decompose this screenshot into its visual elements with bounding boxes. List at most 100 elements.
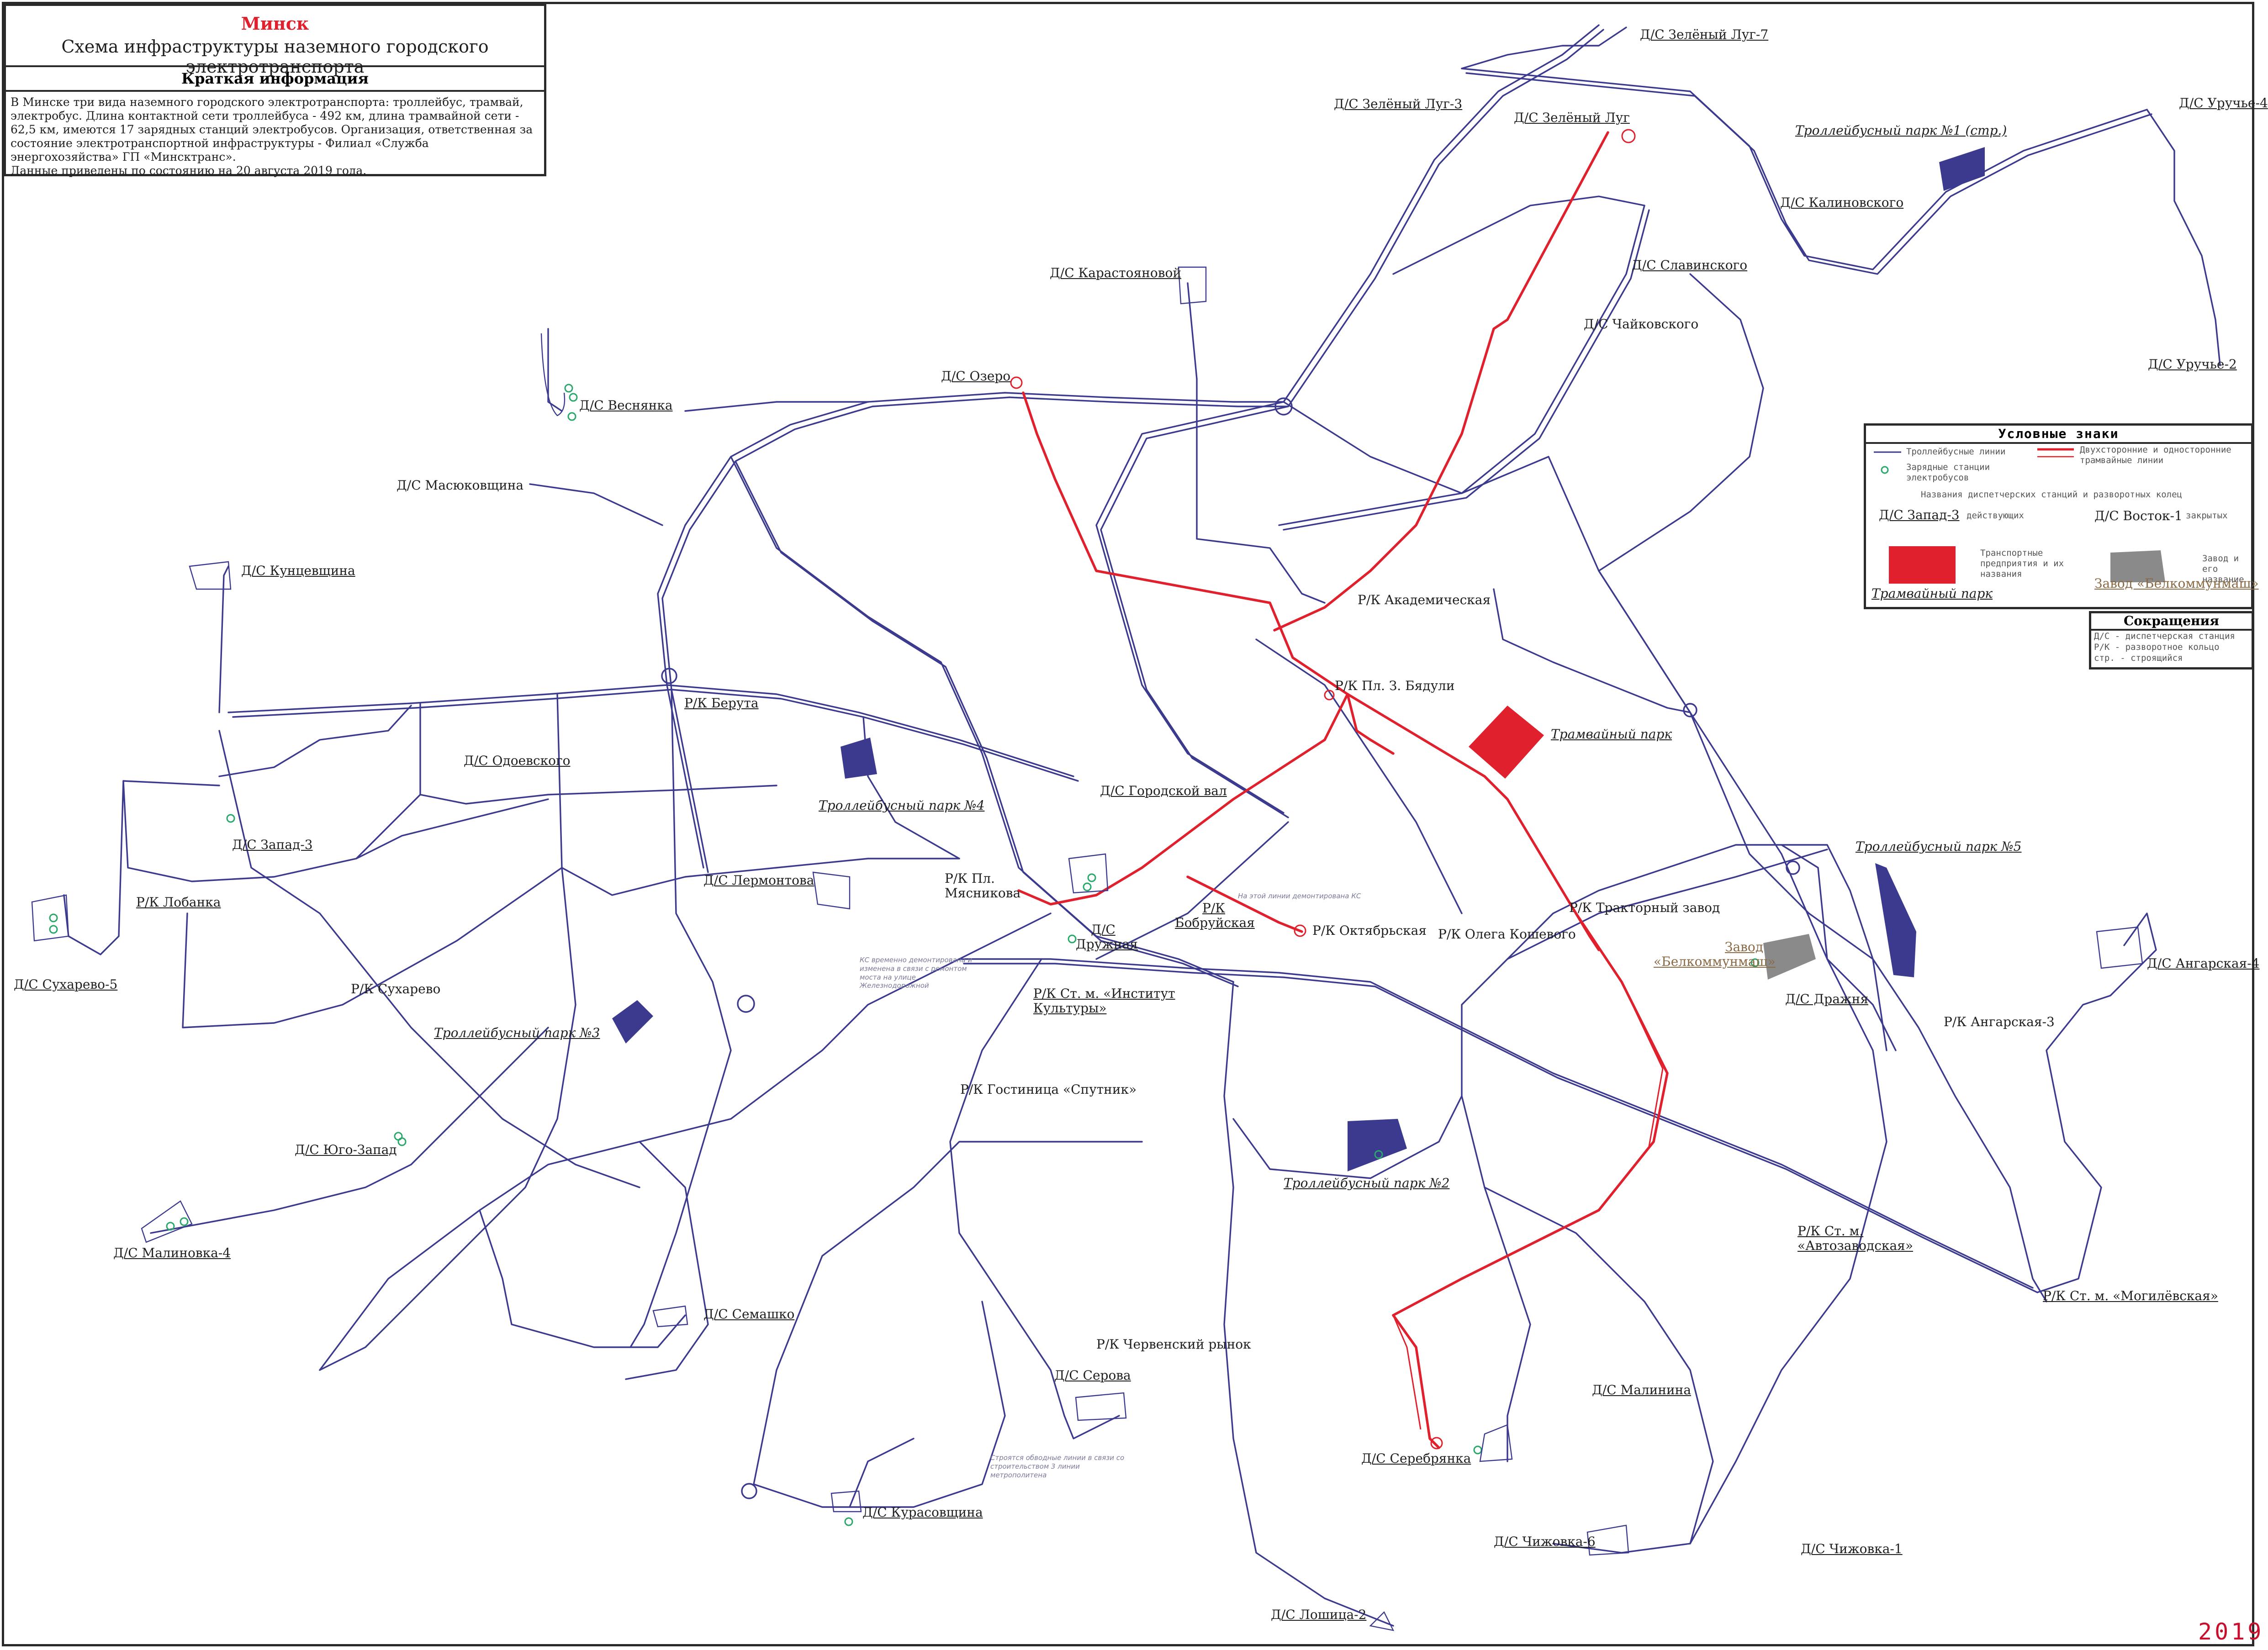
station-label[interactable]: Д/С Зелёный Луг-3 (1334, 96, 1463, 111)
station-label[interactable]: Р/К Пл. З. Бядули (1335, 678, 1455, 693)
station-label[interactable]: Д/С Славинского (1632, 258, 1748, 273)
station-label[interactable]: Д/С Сухарево-5 (14, 977, 118, 992)
abbreviations-box: Сокращения Д/С - диспетчерская станция Р… (2089, 611, 2254, 669)
charging-stations (49, 384, 1760, 1526)
trolleybus-depot-4 (841, 738, 877, 779)
info-paragraph: В Минске три вида наземного городского э… (11, 95, 533, 163)
legend-tram-line-icon (2037, 448, 2074, 458)
station-label[interactable]: Д/С Курасовщина (862, 1505, 983, 1520)
terminal-loops (31, 266, 2143, 1631)
station-label[interactable]: Д/С Веснянка (579, 398, 673, 413)
depot-label[interactable]: Троллейбусный парк №1 (стр.) (1795, 123, 2007, 138)
abbr-item: стр. - строящийся (2094, 653, 2183, 663)
legend-tram-label: Двухсторонние и односторонние трамвайные… (2080, 445, 2231, 465)
legend-active-example: Д/С Запад-3 (1879, 507, 1960, 522)
station-label[interactable]: Д/С Лермонтова (703, 873, 814, 888)
station-label[interactable]: Д/С Юго-Запад (295, 1142, 397, 1157)
station-label[interactable]: Р/К Ангарская-3 (1944, 1014, 2055, 1029)
station-label[interactable]: Д/С Карастояновой (1050, 265, 1181, 280)
station-label[interactable]: Д/С Малиновка-4 (113, 1245, 231, 1260)
station-label[interactable]: Д/С Зелёный Луг-7 (1640, 27, 1769, 42)
station-label[interactable]: Р/К Лобанка (136, 895, 221, 910)
depots (612, 147, 1985, 1171)
station-label[interactable]: Д/С Озеро (941, 369, 1011, 384)
station-label[interactable]: Д/С Ангарская-4 (2147, 956, 2260, 971)
year-stamp: 2019 (2198, 1618, 2264, 1645)
legend-trolley-label: Троллейбусные линии (1906, 447, 2006, 457)
station-label[interactable]: Р/К Пл. Мясникова (945, 871, 1021, 901)
station-label[interactable]: Р/К Сухарево (351, 981, 441, 996)
station-label[interactable]: Р/К Червенский рынок (1096, 1337, 1251, 1352)
legend-factory-example: Завод «Белкоммунмаш» (2094, 576, 2259, 591)
legend-closed-example: Д/С Восток-1 (2094, 508, 2183, 523)
tram-depot (1469, 706, 1544, 779)
station-label[interactable]: Д/С Дружная (1076, 922, 1138, 952)
depot-label[interactable]: Троллейбусный парк №5 (1856, 839, 2022, 854)
station-label[interactable]: Р/К Олега Кошевого (1438, 927, 1576, 942)
station-label[interactable]: Д/С Калиновского (1780, 195, 1904, 210)
station-label[interactable]: Р/К Ст. м. «Автозаводская» (1797, 1223, 1913, 1254)
station-label[interactable]: Д/С Городской вал (1100, 783, 1227, 798)
trolleybus-depot-5 (1875, 863, 1916, 977)
station-label[interactable]: Р/К Берута (684, 696, 759, 711)
legend-trolley-line-icon (1874, 451, 1901, 453)
abbr-item: Р/К - разворотное кольцо (2094, 642, 2220, 652)
station-label[interactable]: Д/С Малинина (1592, 1382, 1692, 1397)
brief-info-text: В Минске три вида наземного городского э… (6, 92, 544, 181)
station-label[interactable]: Р/К Ст. м. «Институт Культуры» (1033, 986, 1175, 1016)
depot-label[interactable]: Троллейбусный парк №2 (1284, 1176, 1450, 1191)
city-title: Минск (241, 13, 309, 34)
station-label[interactable]: Д/С Серебрянка (1361, 1451, 1471, 1466)
station-label[interactable]: Д/С Одоевского (464, 753, 571, 768)
station-label[interactable]: Д/С Уручье-2 (2148, 357, 2237, 372)
factory-belkommunmash (1763, 934, 1816, 980)
legend-enterprise-label: Транспортные предприятия и их названия (1980, 548, 2064, 579)
station-label[interactable]: Д/С Кунцевщина (241, 563, 355, 578)
map-note: На этой линии демонтирована КС (1238, 892, 1361, 900)
station-label[interactable]: Р/К Тракторный завод (1569, 900, 1720, 915)
depot-label[interactable]: Троллейбусный парк №3 (434, 1025, 600, 1040)
legend-box: Условные знаки Троллейбусные линии Двухс… (1864, 423, 2259, 609)
legend-depot-example: Трамвайный парк (1871, 586, 1993, 601)
legend-charging-icon (1881, 466, 1889, 474)
info-title-row: Минск Схема инфраструктуры наземного гор… (6, 6, 544, 77)
station-label[interactable]: Р/К Академическая (1358, 592, 1491, 607)
brief-info-heading: Краткая информация (6, 67, 544, 92)
trolleybus-lines (63, 24, 2221, 1627)
abbr-item: Д/С - диспетчерская станция (2094, 631, 2235, 641)
depot-label[interactable]: Трамвайный парк (1551, 727, 1672, 742)
depot-label[interactable]: Троллейбусный парк №4 (819, 798, 985, 813)
trolleybus-depot-2 (1348, 1119, 1407, 1171)
station-label[interactable]: Д/С Запад-3 (232, 837, 313, 852)
map-note: Строятся обводные линии в связи со строи… (990, 1454, 1125, 1479)
legend-charging-label: Зарядные станции электробусов (1906, 462, 1990, 483)
legend-enterprise-swatch (1889, 546, 1956, 584)
legend-factory-swatch (2110, 550, 2165, 582)
map-subtitle: Схема инфраструктуры наземного городског… (61, 37, 489, 77)
legend-names-heading: Названия диспетчерских станций и разворо… (1921, 490, 2182, 500)
tram-lines (1010, 129, 1669, 1450)
station-label[interactable]: Д/С Лошица-2 (1271, 1607, 1367, 1622)
legend-closed-label: закрытых (2186, 511, 2228, 521)
info-box: Минск Схема инфраструктуры наземного гор… (4, 4, 546, 177)
station-label[interactable]: Д/С Серова (1054, 1368, 1131, 1383)
trolleybus-depot-3 (612, 1000, 653, 1044)
station-label[interactable]: Д/С Дражня (1785, 991, 1868, 1007)
station-label[interactable]: Д/С Чайковского (1584, 316, 1699, 332)
station-label[interactable]: Д/С Семашко (703, 1307, 795, 1322)
station-label[interactable]: Р/К Бобруйская (1175, 901, 1255, 931)
station-label[interactable]: Д/С Зелёный Луг (1514, 110, 1630, 125)
station-label[interactable]: Д/С Масюковщина (397, 478, 524, 493)
legend-active-label: действующих (1967, 511, 2024, 521)
station-label[interactable]: Р/К Октябрьская (1312, 923, 1427, 938)
legend-factory-label: Завод и его название (2202, 554, 2244, 585)
station-label[interactable]: Р/К Гостиница «Спутник» (960, 1082, 1137, 1097)
legend-title: Условные знаки (1866, 426, 2251, 444)
factory-label[interactable]: Завод «Белкоммунмаш» (1654, 939, 1776, 970)
station-label[interactable]: Д/С Уручье-4 (2179, 95, 2268, 111)
station-label[interactable]: Р/К Ст. м. «Могилёвская» (2043, 1288, 2218, 1303)
station-label[interactable]: Д/С Чижовка-1 (1801, 1541, 1903, 1556)
station-label[interactable]: Д/С Чижовка-6 (1494, 1534, 1596, 1549)
trolleybus-depot-1 (1939, 147, 1985, 191)
